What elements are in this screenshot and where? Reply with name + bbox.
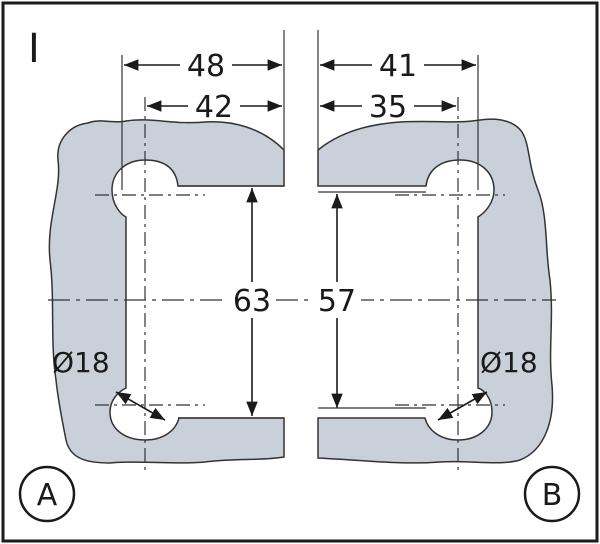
dim-text-dia-a: Ø18: [52, 346, 110, 379]
panel-label: I: [28, 26, 40, 72]
dim-line-dia-a: [115, 391, 166, 421]
dim-text-35: 35: [369, 90, 407, 125]
side-b-label: B: [542, 478, 563, 513]
glass-panel-b: [317, 118, 554, 464]
dim-63-bg: [228, 283, 274, 317]
side-a-circle: [18, 465, 76, 523]
dim-text-42: 42: [195, 90, 233, 125]
dim-57-bg: [313, 283, 361, 317]
dim-text-63: 63: [233, 284, 271, 319]
dim-text-48: 48: [187, 49, 225, 84]
side-b-circle: [523, 465, 581, 523]
glass-panel-a: [48, 119, 285, 464]
side-a-label: A: [37, 478, 58, 513]
dim-text-dia-b: Ø18: [480, 346, 538, 379]
dim-text-57: 57: [318, 284, 356, 319]
dim-text-41: 41: [379, 49, 417, 84]
dim-line-dia-b: [437, 391, 488, 421]
